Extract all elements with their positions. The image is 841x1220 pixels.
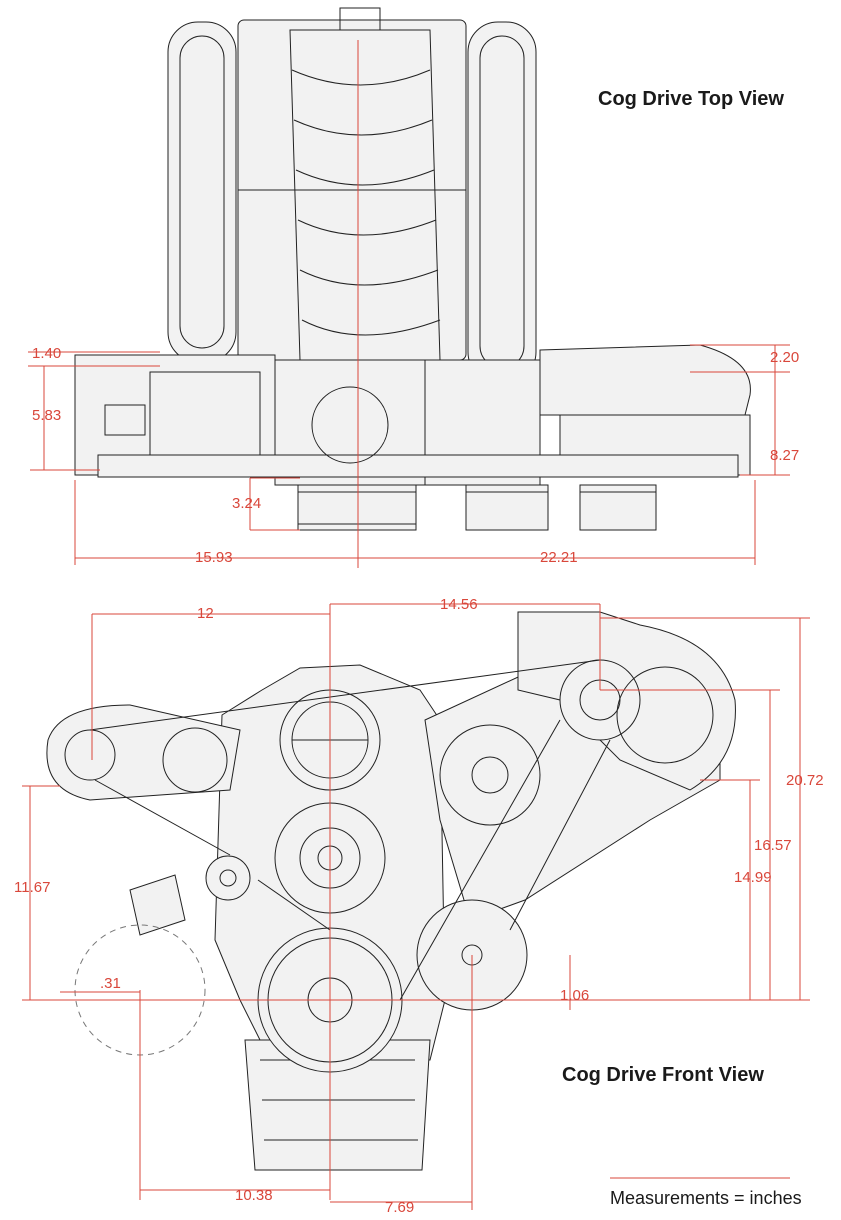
blower-gear-case (616, 666, 714, 764)
top-dim-5-83: 5.83 (32, 407, 61, 424)
idler-pulley (205, 855, 251, 901)
top-dim-15-93: 15.93 (195, 549, 233, 566)
units-note: Measurements = inches (610, 1188, 802, 1208)
front-view-title: Cog Drive Front View (562, 1064, 764, 1086)
top-view-drawing (74, 7, 751, 531)
front-plate (97, 454, 739, 478)
front-dim-16-57: 16.57 (754, 837, 792, 854)
thermostat-housing (129, 874, 186, 936)
left-valve-cover-inner (179, 35, 225, 349)
front-dim-14-99: 14.99 (734, 869, 772, 886)
center-snout (311, 386, 389, 464)
tensioner-hub (471, 756, 509, 794)
front-view-dimensions: 12 14.56 20.72 16.57 14.99 11.67 .31 1.0… (14, 596, 824, 1216)
left-valve-cover (167, 21, 237, 363)
top-dim-1-40: 1.40 (32, 345, 61, 362)
front-dim-20-72: 20.72 (786, 772, 824, 789)
top-dim-8-27: 8.27 (770, 447, 799, 464)
blower-inlet (539, 344, 751, 416)
front-view-drawing (46, 611, 736, 1171)
right-valve-cover (467, 21, 537, 383)
front-dim-10-38: 10.38 (235, 1187, 273, 1204)
tensioner-pulley (439, 724, 541, 826)
front-dim-1-06: 1.06 (560, 987, 589, 1004)
top-view-dimensions: 1.40 5.83 3.24 15.93 22.21 2.20 8.27 (28, 40, 799, 568)
drive-belt (89, 659, 611, 1001)
alternator (162, 727, 228, 793)
front-dim-7-69: 7.69 (385, 1199, 414, 1215)
top-view-title: Cog Drive Top View (598, 88, 784, 110)
intake-runners (291, 69, 441, 336)
front-dim-31: .31 (100, 975, 121, 992)
idler-pulley-hub (219, 869, 237, 887)
top-dim-22-21: 22.21 (540, 549, 578, 566)
top-dim-2-20: 2.20 (770, 349, 799, 366)
front-dim-14-56: 14.56 (440, 596, 478, 613)
front-dim-12: 12 (197, 605, 214, 622)
top-dim-3-24: 3.24 (232, 495, 261, 512)
intake-top-tab (339, 7, 381, 31)
left-accessory-detail (104, 404, 146, 436)
front-dim-11-67: 11.67 (14, 879, 50, 896)
